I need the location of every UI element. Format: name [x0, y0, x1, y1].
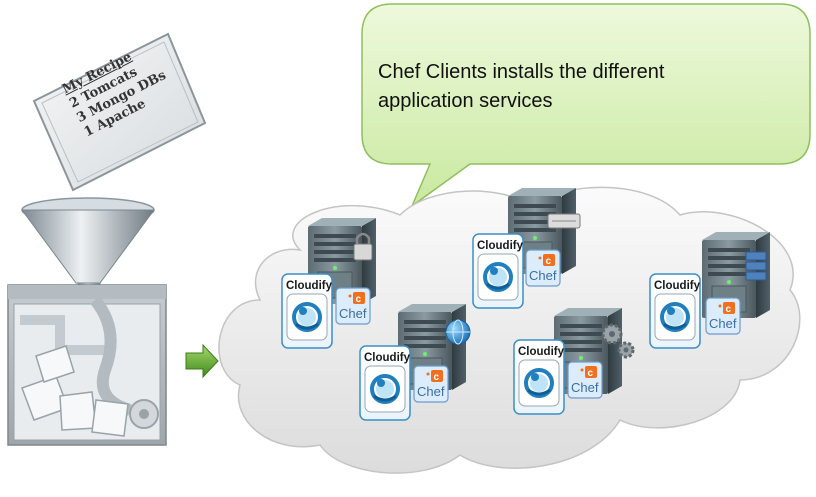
- recipe-machine: [7, 284, 167, 446]
- chef-label: Chef: [571, 380, 599, 395]
- chef-label: Chef: [417, 384, 445, 399]
- chef-label: Chef: [339, 306, 367, 321]
- chef-label: Chef: [709, 316, 737, 331]
- gears-icon: [601, 323, 635, 359]
- recipe-card: [32, 32, 207, 192]
- cloudify-label: Cloudify: [364, 352, 410, 364]
- callout-line-2: application services: [378, 90, 553, 112]
- cloudify-label: Cloudify: [286, 280, 332, 292]
- server-node-globe: [358, 303, 471, 422]
- callout-line-1: Chef Clients installs the different: [378, 61, 665, 83]
- cloudify-label: Cloudify: [477, 240, 523, 252]
- database-icon: [745, 251, 767, 281]
- globe-icon: [445, 319, 471, 345]
- lock-icon: [353, 232, 373, 261]
- callout-text: Chef Clients installs the different appl…: [378, 58, 778, 116]
- chef-label: Chef: [529, 268, 557, 283]
- server-node-gears: [512, 307, 635, 416]
- drive-icon: [547, 213, 581, 229]
- funnel: [21, 197, 155, 298]
- cloudify-label: Cloudify: [518, 346, 564, 358]
- server-node-drive: [471, 187, 581, 310]
- arrow-right-icon: [185, 343, 219, 379]
- server-node-lock: [280, 217, 377, 350]
- cloudify-label: Cloudify: [654, 280, 700, 292]
- server-node-database: [648, 231, 771, 350]
- callout-bubble: [361, 3, 811, 209]
